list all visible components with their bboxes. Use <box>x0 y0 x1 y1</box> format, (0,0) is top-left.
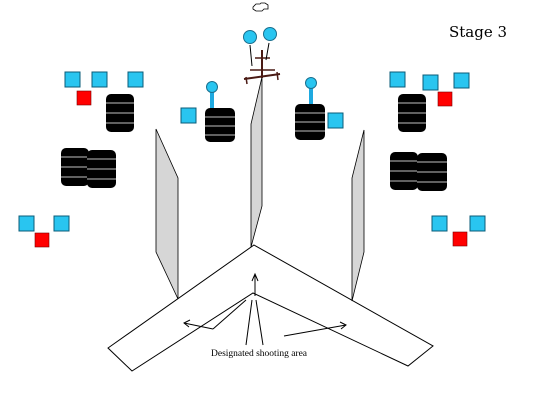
shooting-area-arrows <box>183 272 347 346</box>
shoot-target <box>91 71 108 88</box>
wall-center <box>250 76 263 248</box>
no-shoot-target <box>452 231 468 247</box>
steel-stand <box>243 42 281 85</box>
barrel-stack <box>205 108 235 142</box>
shoot-target <box>327 112 344 129</box>
shoot-target <box>453 72 470 89</box>
shoot-target <box>469 215 486 232</box>
stage-title: Stage 3 <box>449 23 507 41</box>
steel-popper-target <box>243 30 257 44</box>
shoot-target <box>180 107 197 124</box>
wall-right <box>351 129 365 302</box>
shoot-target <box>431 215 448 232</box>
barrel-stack <box>398 94 426 132</box>
shoot-target <box>127 71 144 88</box>
shooting-area-outline <box>107 244 434 372</box>
barrel-stack <box>87 150 116 188</box>
steel-popper-target <box>206 81 218 110</box>
shooting-area-label: Designated shooting area <box>211 349 308 359</box>
barrel-stack <box>61 148 89 186</box>
shoot-target <box>53 215 70 232</box>
no-shoot-target <box>76 90 92 106</box>
shoot-target <box>64 71 81 88</box>
wall-left <box>155 128 179 300</box>
steel-popper-target <box>305 77 317 105</box>
no-shoot-target <box>437 91 453 107</box>
barrel-stack <box>390 152 418 190</box>
steel-popper-target <box>263 27 277 41</box>
pointing-hand-icon <box>252 2 269 12</box>
shoot-target <box>18 215 35 232</box>
shoot-target <box>389 71 406 88</box>
barrel-stack <box>106 94 134 132</box>
barrel-stack <box>295 104 325 140</box>
no-shoot-target <box>34 232 50 248</box>
barrel-stack <box>417 153 447 191</box>
shoot-target <box>422 74 439 91</box>
